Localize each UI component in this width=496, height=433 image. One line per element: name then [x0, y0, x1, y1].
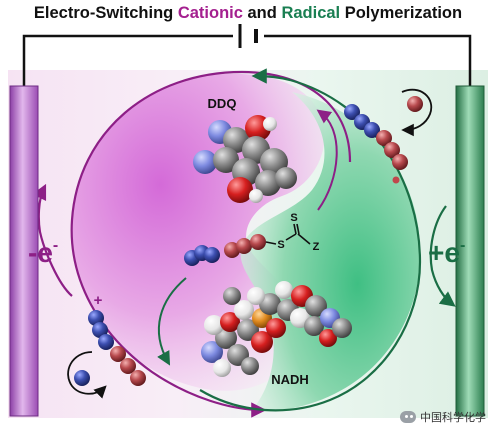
reduction-label-text: +e	[428, 237, 460, 268]
circuit-wire	[22, 34, 472, 86]
radical-rotation-arrow	[401, 88, 433, 137]
radical-propagating-chain	[344, 96, 423, 184]
reduction-label: +e-	[428, 237, 465, 268]
radical-cycle-arrow	[199, 68, 422, 412]
title-prefix: Electro-Switching	[33, 4, 178, 22]
cta-s-top: S	[290, 212, 297, 224]
cationic-inner-arrow	[316, 109, 338, 211]
oxidation-label: -e-	[28, 237, 58, 268]
ddq-label: DDQ	[208, 96, 237, 111]
cta-z: Z	[313, 241, 320, 253]
nadh-molecule	[201, 281, 352, 377]
oxidation-label-sup: -	[53, 237, 58, 254]
dormant-polymer-chain	[184, 234, 266, 266]
reduction-label-sup: -	[460, 237, 465, 254]
cationic-rotation-arrow	[67, 351, 107, 399]
watermark: 中国科学化学	[400, 409, 486, 425]
title-suffix: Polymerization	[340, 4, 463, 22]
wechat-icon	[400, 411, 416, 423]
anode-electrode	[9, 85, 39, 417]
cationic-propagating-chain	[74, 310, 146, 386]
oxidation-arrow	[32, 183, 73, 297]
title-middle: and	[242, 4, 282, 22]
ddq-molecule	[193, 115, 297, 203]
title-cationic: Cationic	[177, 4, 243, 22]
radical-inner-arrow	[157, 277, 187, 366]
oxidation-label-text: -e	[28, 237, 53, 268]
cathode-electrode	[455, 85, 485, 417]
cationic-charge: +	[94, 292, 103, 309]
chain-transfer-agent	[265, 223, 311, 245]
watermark-text: 中国科学化学	[420, 411, 486, 424]
battery-symbol	[238, 24, 258, 48]
figure-title: Electro-Switching Cationic and Radical P…	[0, 4, 496, 23]
reduction-arrow	[429, 205, 456, 307]
title-radical: Radical	[281, 4, 341, 22]
nadh-label: NADH	[271, 372, 309, 387]
cta-s-bottom: S	[277, 239, 284, 251]
radical-lobe	[240, 92, 421, 413]
